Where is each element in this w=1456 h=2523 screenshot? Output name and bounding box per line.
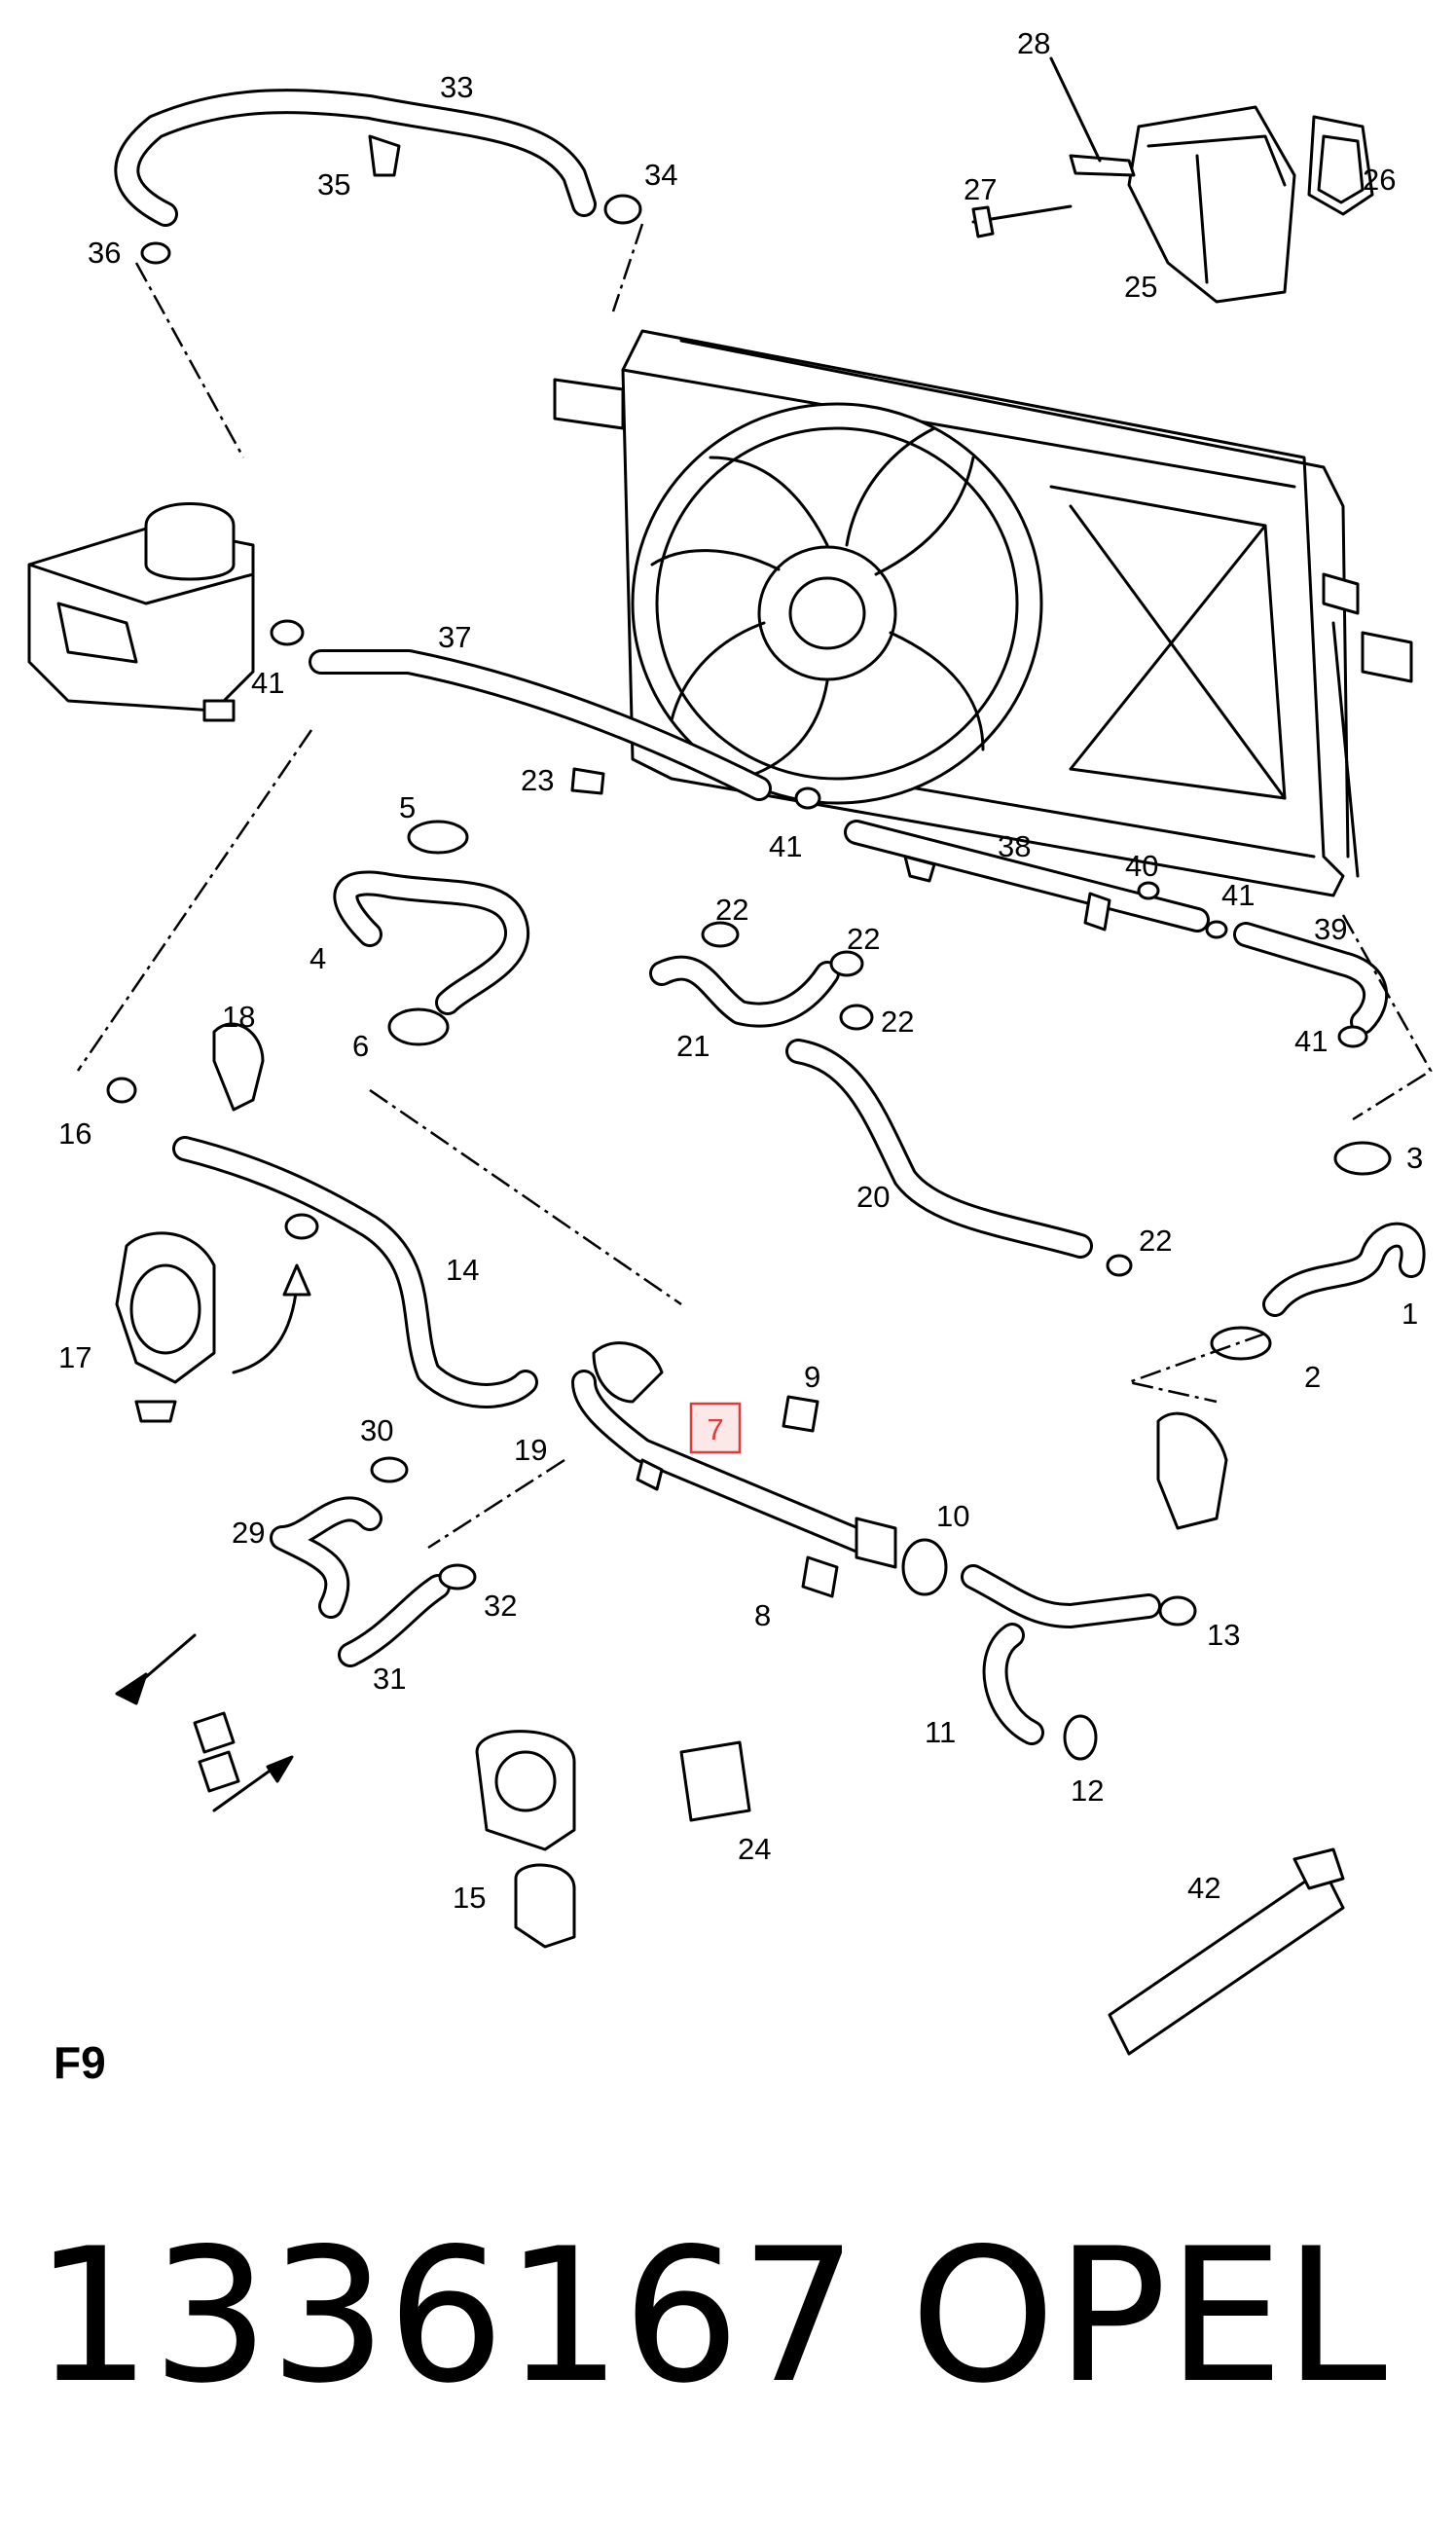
hose-37 — [309, 649, 772, 801]
callout-13: 13 — [1207, 1618, 1240, 1652]
sheet-code: F9 — [54, 2037, 106, 2088]
callout-19: 19 — [514, 1433, 547, 1467]
hose-33 — [114, 89, 597, 227]
hose-31 — [338, 1574, 451, 1667]
callout-30: 30 — [360, 1413, 393, 1447]
callout-32: 32 — [484, 1589, 517, 1623]
callout-1: 1 — [1401, 1297, 1418, 1331]
flow-arrows — [115, 1263, 311, 1812]
hose-21 — [649, 955, 840, 1028]
clamp-parts — [106, 134, 1392, 2056]
water-pipe-7 — [571, 1341, 897, 1598]
callout-22b: 22 — [847, 922, 880, 956]
highlight-label: 7 — [707, 1412, 723, 1446]
callout-21: 21 — [676, 1029, 710, 1063]
callout-41b: 41 — [769, 829, 802, 863]
hose-20 — [785, 1039, 1093, 1259]
pipe-38 — [844, 820, 1210, 932]
callout-41a: 41 — [251, 666, 284, 700]
callout-37: 37 — [438, 620, 471, 654]
callout-18: 18 — [222, 1000, 255, 1034]
callout-28: 28 — [1017, 26, 1050, 60]
highlight-box — [689, 1402, 742, 1454]
callout-15: 15 — [453, 1881, 486, 1915]
callout-22d: 22 — [1139, 1224, 1172, 1258]
brand-name: OPEL — [910, 2209, 1387, 2424]
hose-29 — [270, 1496, 382, 1619]
hose-4 — [333, 870, 530, 1015]
callout-2: 2 — [1304, 1360, 1321, 1394]
highlighted-part-7[interactable]: 7 — [689, 1402, 742, 1454]
callout-5: 5 — [399, 790, 416, 824]
callout-41c: 41 — [1221, 878, 1255, 912]
hose-11 — [961, 1564, 1161, 1745]
callout-3: 3 — [1406, 1141, 1423, 1175]
callout-35: 35 — [317, 167, 350, 201]
callout-11: 11 — [925, 1715, 956, 1749]
callout-14: 14 — [446, 1253, 479, 1287]
callout-labels: 1 2 3 4 5 6 8 9 10 11 12 13 14 15 16 17 … — [58, 26, 1423, 1915]
expansion-tank — [27, 502, 255, 722]
callout-41d: 41 — [1294, 1024, 1328, 1058]
callout-23: 23 — [521, 763, 554, 797]
hose-14 — [172, 1136, 538, 1408]
callout-22a: 22 — [715, 893, 748, 927]
callout-34: 34 — [644, 158, 677, 192]
callout-27: 27 — [964, 172, 997, 206]
callout-9: 9 — [804, 1360, 820, 1394]
hose-1 — [1262, 1222, 1426, 1317]
callout-17: 17 — [58, 1340, 91, 1374]
callout-8: 8 — [754, 1598, 771, 1632]
callout-29: 29 — [232, 1516, 265, 1550]
callout-40: 40 — [1125, 849, 1158, 883]
callout-33: 33 — [440, 70, 473, 104]
callout-25: 25 — [1124, 270, 1157, 304]
callout-4: 4 — [309, 941, 326, 975]
callout-10: 10 — [936, 1499, 969, 1533]
callout-12: 12 — [1071, 1773, 1104, 1808]
callout-36: 36 — [88, 236, 121, 270]
callout-22c: 22 — [881, 1005, 914, 1039]
callout-26: 26 — [1363, 163, 1396, 197]
callout-6: 6 — [352, 1029, 369, 1063]
callout-24: 24 — [738, 1832, 771, 1866]
callout-16: 16 — [58, 1116, 91, 1151]
callout-38: 38 — [998, 829, 1031, 863]
callout-39: 39 — [1314, 912, 1347, 946]
connection-lines — [76, 223, 1433, 1550]
callout-20: 20 — [856, 1180, 890, 1214]
part-number: 1336167 — [34, 2209, 857, 2424]
radiator-fan-assembly — [553, 329, 1413, 897]
callout-31: 31 — [373, 1662, 406, 1696]
callout-42: 42 — [1187, 1871, 1220, 1905]
hose-39 — [1233, 922, 1389, 1035]
oil-cooler-group — [971, 56, 1374, 304]
